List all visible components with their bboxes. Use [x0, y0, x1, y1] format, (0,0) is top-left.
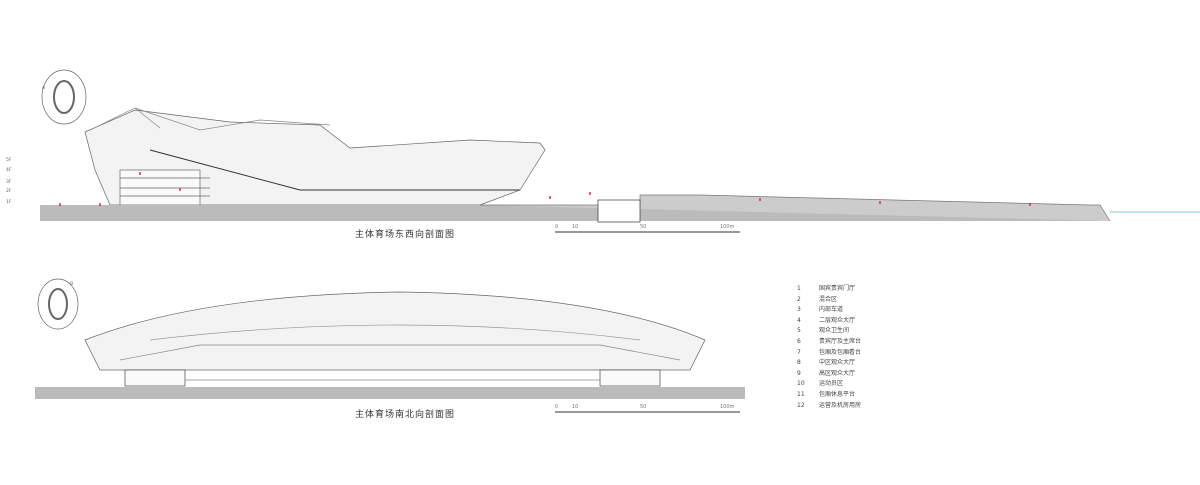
- legend-num: 7: [797, 348, 801, 356]
- level-5f: 5F: [6, 158, 12, 163]
- legend-label: 贵宾厅及主席台: [819, 337, 862, 345]
- legend-label: 内部车道: [819, 306, 844, 314]
- level-2f: 2F: [6, 189, 12, 194]
- legend-label: 混合区: [819, 295, 838, 303]
- legend-item: 5 观众卫生间: [797, 326, 861, 337]
- legend-item: 4 二层观众大厅: [797, 316, 861, 327]
- scale-label-50: 50: [640, 224, 647, 230]
- key-letter-a: A: [42, 86, 46, 91]
- ground-ns: [35, 387, 745, 399]
- scale-label-0: 0: [555, 224, 559, 230]
- legend-label: 运动员区: [819, 380, 844, 388]
- legend-label: 高区观众大厅: [819, 369, 856, 377]
- level-3f: 3F: [6, 180, 12, 185]
- legend-num: 8: [797, 359, 801, 367]
- legend-label: 中区观众大厅: [819, 359, 856, 367]
- legend-num: 10: [797, 380, 805, 388]
- scale-label-10: 10: [572, 224, 579, 230]
- legend-item: 3 内部车道: [797, 305, 861, 316]
- level-4f: 4F: [6, 168, 12, 173]
- legend-item: 7 包厢及包厢看台: [797, 348, 861, 359]
- legend-num: 12: [797, 401, 805, 409]
- legend: 1 国宾贵宾门厅 2 混合区 3 内部车道 4 二层观众大厅 5 观众卫生间 6 贵宾厅及主…: [797, 284, 861, 411]
- legend-num: 11: [797, 390, 805, 398]
- stadium-roof-ns: [84, 291, 706, 371]
- legend-num: 2: [797, 295, 801, 303]
- legend-label: 二层观众大厅: [819, 316, 856, 324]
- scale-label-0-ns: 0: [555, 404, 559, 410]
- legend-item: 9 高区观众大厅: [797, 369, 861, 380]
- legend-num: 3: [797, 306, 801, 314]
- key-letter-b: B: [70, 282, 74, 287]
- scale-label-10-ns: 10: [572, 404, 579, 410]
- scale-label-50-ns: 50: [640, 404, 647, 410]
- legend-num: 1: [797, 285, 801, 292]
- legend-num: 4: [797, 316, 801, 324]
- legend-num: 9: [797, 369, 801, 377]
- legend-label: 包厢休息平台: [819, 390, 856, 398]
- legend-num: 6: [797, 337, 801, 345]
- legend-label: 观众卫生间: [819, 327, 850, 335]
- legend-item: 11 包厢休息平台: [797, 390, 861, 401]
- legend-label: 国宾贵宾门厅: [819, 285, 856, 292]
- key-plan-outer: [41, 69, 87, 125]
- legend-item: 2 混合区: [797, 295, 861, 306]
- scale-label-100: 100m: [720, 224, 735, 230]
- section-title-north-south: 主体育场南北向剖面图: [355, 410, 456, 420]
- legend-label: 运营及机房用房: [819, 401, 862, 409]
- legend-item: 10 运动员区: [797, 379, 861, 390]
- legend-label: 包厢及包厢看台: [819, 348, 862, 356]
- section-title-east-west: 主体育场东西向剖面图: [355, 230, 456, 240]
- level-1f: 1F: [6, 200, 12, 205]
- key-plan-inner: [53, 80, 75, 114]
- legend-item: 6 贵宾厅及主席台: [797, 337, 861, 348]
- east-west-section: [40, 69, 1200, 233]
- legend-item: 8 中区观众大厅: [797, 358, 861, 369]
- legend-item: 1 国宾贵宾门厅: [797, 284, 861, 295]
- legend-item: 12 运营及机房用房: [797, 401, 861, 412]
- north-south-section: [35, 278, 745, 413]
- legend-num: 5: [797, 327, 801, 335]
- scale-label-100-ns: 100m: [720, 404, 735, 410]
